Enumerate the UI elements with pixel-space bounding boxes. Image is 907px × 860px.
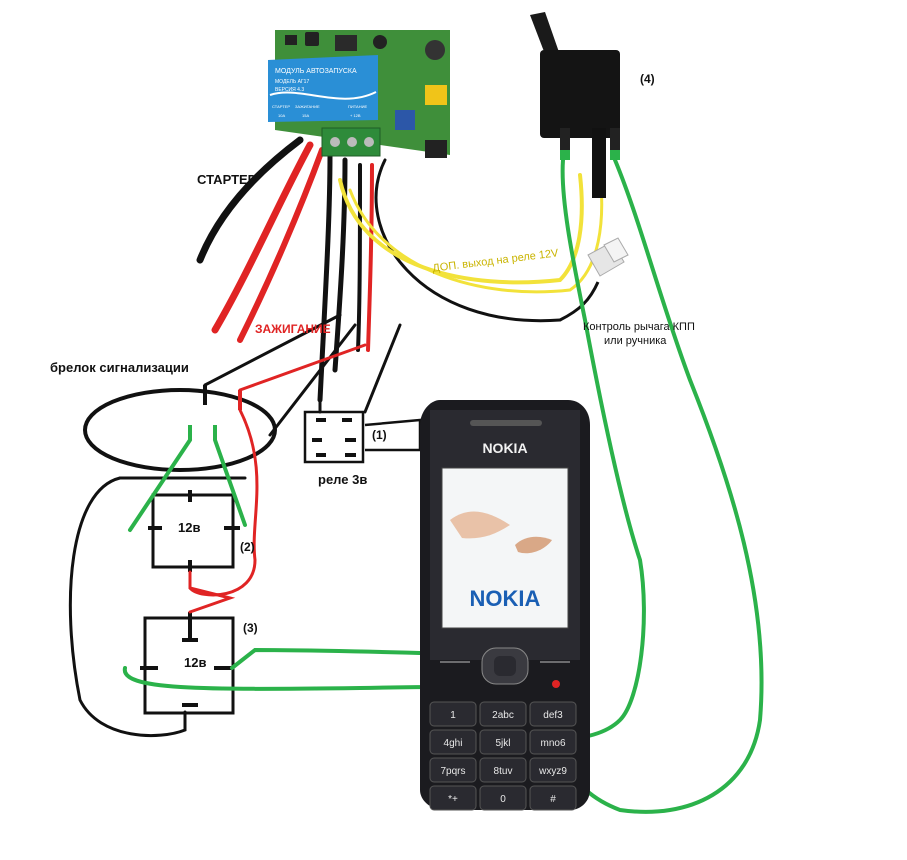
label-ignition: ЗАЖИГАНИЕ bbox=[255, 322, 331, 336]
aux-yellow-wires bbox=[338, 173, 604, 294]
keypad-key bbox=[479, 701, 527, 727]
label-marker-1: (1) bbox=[372, 428, 387, 442]
red-hand-wires bbox=[188, 343, 367, 614]
end-call-icon bbox=[552, 680, 560, 688]
label-gear-control-1: Контроль рычага КПП bbox=[583, 321, 695, 333]
relay-12v-2 bbox=[148, 490, 240, 572]
autostart-module: МОДУЛЬ АВТОЗАПУСКА МОДЕЛЬ АГ17 ВЕРСИЯ 4.… bbox=[268, 30, 450, 158]
keypad-key-label: *+ bbox=[448, 794, 458, 805]
module-version: ВЕРСИЯ 4.3 bbox=[275, 87, 304, 93]
module-red-wires bbox=[211, 141, 374, 352]
module-model: МОДЕЛЬ АГ17 bbox=[275, 79, 309, 85]
keypad-key-label: wxyz9 bbox=[538, 766, 567, 777]
keypad-key bbox=[529, 701, 577, 727]
module-pin-power: ПИТАНИЕ bbox=[348, 104, 367, 109]
phone-brand-top: NOKIA bbox=[482, 440, 527, 456]
label-relay-12v-b: 12в bbox=[184, 655, 207, 670]
label-relay-12v-a: 12в bbox=[178, 520, 201, 535]
module-pin-starter: СТАРТЕР bbox=[272, 104, 290, 109]
keypad-key bbox=[429, 757, 477, 783]
connector-plug bbox=[587, 237, 629, 277]
module-pin-ignition: ЗАЖИГАНИЕ bbox=[295, 104, 320, 109]
keypad-key bbox=[529, 757, 577, 783]
keypad-key-label: # bbox=[550, 794, 556, 805]
relay-4 bbox=[530, 12, 620, 198]
module-title: МОДУЛЬ АВТОЗАПУСКА bbox=[275, 68, 357, 75]
label-gear-control-2: или ручника bbox=[604, 335, 667, 347]
module-black-wires bbox=[196, 136, 562, 403]
label-relay-3v: реле 3в bbox=[318, 472, 368, 487]
keypad-key-label: 2abc bbox=[492, 710, 514, 721]
black-hand-wires bbox=[68, 313, 402, 738]
keypad-key-label: 4ghi bbox=[444, 738, 463, 749]
keypad-key bbox=[529, 785, 577, 811]
keypad-key-label: mno6 bbox=[540, 738, 565, 749]
keypad-key bbox=[429, 729, 477, 755]
keypad-key bbox=[429, 785, 477, 811]
keypad-key bbox=[479, 729, 527, 755]
label-marker-2: (2) bbox=[240, 540, 255, 554]
label-marker-3: (3) bbox=[243, 621, 258, 635]
keypad-key bbox=[529, 729, 577, 755]
module-pin-10a: 10A bbox=[278, 113, 285, 118]
keypad-key-label: def3 bbox=[543, 710, 563, 721]
keypad-key bbox=[479, 785, 527, 811]
relay-3v bbox=[303, 410, 365, 464]
module-pin-15a: 15A bbox=[302, 113, 309, 118]
module-pin-12v: + 12В bbox=[350, 113, 361, 118]
label-starter: СТАРТЕР bbox=[197, 172, 257, 187]
keypad-key bbox=[479, 757, 527, 783]
keypad-key-label: 1 bbox=[450, 710, 456, 721]
phone-keypad: 1 2abc def3 4ghi 5jkl mno6 7pqrs 8tuv wxyz9 *+ 0 # bbox=[429, 701, 577, 811]
keypad-key bbox=[429, 701, 477, 727]
label-marker-4: (4) bbox=[640, 72, 655, 86]
keypad-key-label: 5jkl bbox=[495, 738, 510, 749]
keypad-key-label: 0 bbox=[500, 794, 506, 805]
keypad-key-label: 7pqrs bbox=[440, 766, 465, 777]
phone-brand-screen: NOKIA bbox=[470, 586, 541, 611]
keypad-key-label: 8tuv bbox=[494, 766, 513, 777]
label-key-fob: брелок сигнализации bbox=[50, 360, 189, 375]
